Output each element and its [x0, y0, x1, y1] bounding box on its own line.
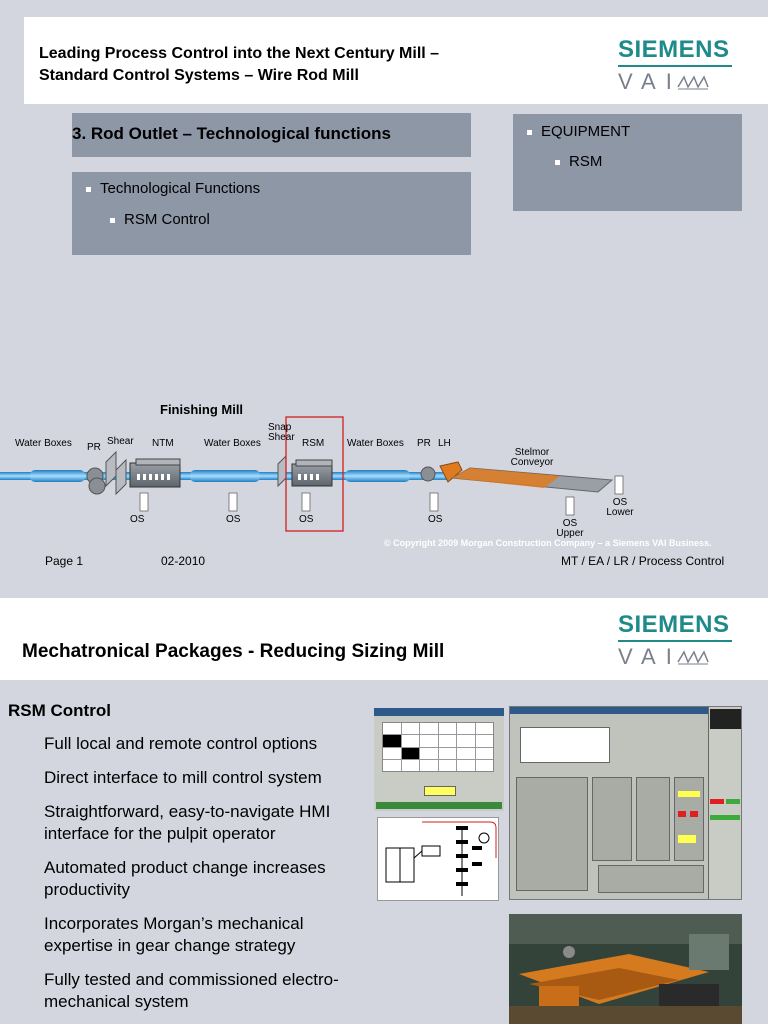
list-item: Straightforward, easy-to-navigate HMI in… — [44, 802, 331, 843]
label-os-3: OS — [299, 514, 314, 525]
title-line-2: Standard Control Systems – Wire Rod Mill — [39, 67, 359, 84]
label-os-2: OS — [226, 514, 241, 525]
operator-station-4 — [429, 492, 439, 512]
hmi-screenshot-2 — [509, 706, 742, 900]
section-title-box: 3. Rod Outlet – Technological functions — [72, 113, 471, 157]
logo-vai-text: VAI — [618, 69, 682, 94]
water-box-2 — [190, 470, 260, 482]
label-os-upper: OS Upper — [556, 518, 584, 539]
list-item: Automated product change increases produ… — [44, 858, 326, 899]
schematic-drawing — [377, 817, 499, 901]
label-snap-shear: Snap Shear — [268, 422, 295, 443]
list-item: Full local and remote control options — [44, 734, 318, 753]
water-box-1 — [30, 470, 85, 482]
label-os-1: OS — [130, 514, 145, 525]
slide-title: Mechatronical Packages - Reducing Sizing… — [22, 641, 445, 662]
siemens-vai-logo: SIEMENS VAI — [618, 612, 738, 668]
slide-header: Leading Process Control into the Next Ce… — [24, 17, 768, 104]
list-item: Incorporates Morgan’s mechanical experti… — [44, 914, 304, 955]
list-item: Direct interface to mill control system — [44, 768, 322, 787]
operator-station-2 — [228, 492, 238, 512]
laying-head — [439, 461, 463, 483]
rsm-highlight-box — [285, 416, 344, 532]
slide-title: Leading Process Control into the Next Ce… — [39, 43, 439, 87]
list-item: Fully tested and commissioned electro-me… — [44, 970, 339, 1011]
vai-wave-icon — [677, 650, 709, 665]
label-shear: Shear — [107, 436, 134, 447]
logo-siemens-text: SIEMENS — [618, 611, 730, 638]
mill-line-diagram — [0, 416, 624, 532]
feature-list: Full local and remote control options Di… — [44, 733, 374, 1024]
siemens-vai-logo: SIEMENS VAI — [618, 37, 738, 93]
label-finishing-mill: Finishing Mill — [160, 402, 244, 417]
shear — [105, 450, 117, 488]
operator-station-lower — [614, 475, 624, 495]
equipment-box: EQUIPMENT RSM — [513, 114, 742, 211]
bullet-rsm-control: RSM Control — [108, 209, 210, 231]
slide-header: Mechatronical Packages - Reducing Sizing… — [0, 598, 768, 680]
vai-wave-icon — [677, 75, 709, 90]
snap-shear — [277, 454, 287, 488]
rsm-control-heading: RSM Control — [8, 701, 111, 720]
water-box-3 — [345, 470, 410, 482]
bullet-equipment: EQUIPMENT — [525, 121, 630, 143]
operator-station-upper — [565, 496, 575, 516]
label-pr-2: PR — [417, 438, 431, 449]
functions-box: Technological Functions RSM Control — [72, 172, 471, 255]
label-ntm: NTM — [152, 438, 174, 449]
label-water-boxes-2: Water Boxes — [204, 438, 261, 449]
label-lh: LH — [438, 438, 451, 449]
slide-date: 02-2010 — [161, 554, 206, 568]
slide-rod-outlet: Leading Process Control into the Next Ce… — [0, 17, 768, 568]
department-code: MT / EA / LR / Process Control — [561, 554, 725, 568]
section-title: 3. Rod Outlet – Technological functions — [72, 124, 391, 143]
bullet-tech-functions: Technological Functions — [84, 178, 260, 200]
operator-station-1 — [139, 492, 149, 512]
label-os-lower: OS Lower — [606, 497, 634, 518]
slide-mechatronical-packages: Mechatronical Packages - Reducing Sizing… — [0, 598, 768, 1024]
operator-station-3 — [301, 492, 311, 512]
label-water-boxes-1: Water Boxes — [15, 438, 72, 449]
rsm-machinery-photo — [509, 914, 742, 1024]
title-line-1: Leading Process Control into the Next Ce… — [39, 45, 440, 62]
page-number: Page 1 — [45, 554, 84, 568]
logo-siemens-text: SIEMENS — [618, 36, 730, 63]
label-rsm: RSM — [302, 438, 325, 449]
label-os-4: OS — [428, 514, 443, 525]
hmi-screenshot-1 — [374, 708, 504, 811]
pinch-roll-2 — [420, 466, 436, 482]
label-pr-1: PR — [87, 442, 101, 453]
label-water-boxes-3: Water Boxes — [347, 438, 404, 449]
bullet-rsm: RSM — [553, 151, 602, 173]
label-stelmor-conveyor: Stelmor Conveyor — [510, 447, 554, 468]
copyright-notice: © Copyright 2009 Morgan Construction Com… — [384, 538, 712, 548]
logo-vai-text: VAI — [618, 644, 682, 669]
